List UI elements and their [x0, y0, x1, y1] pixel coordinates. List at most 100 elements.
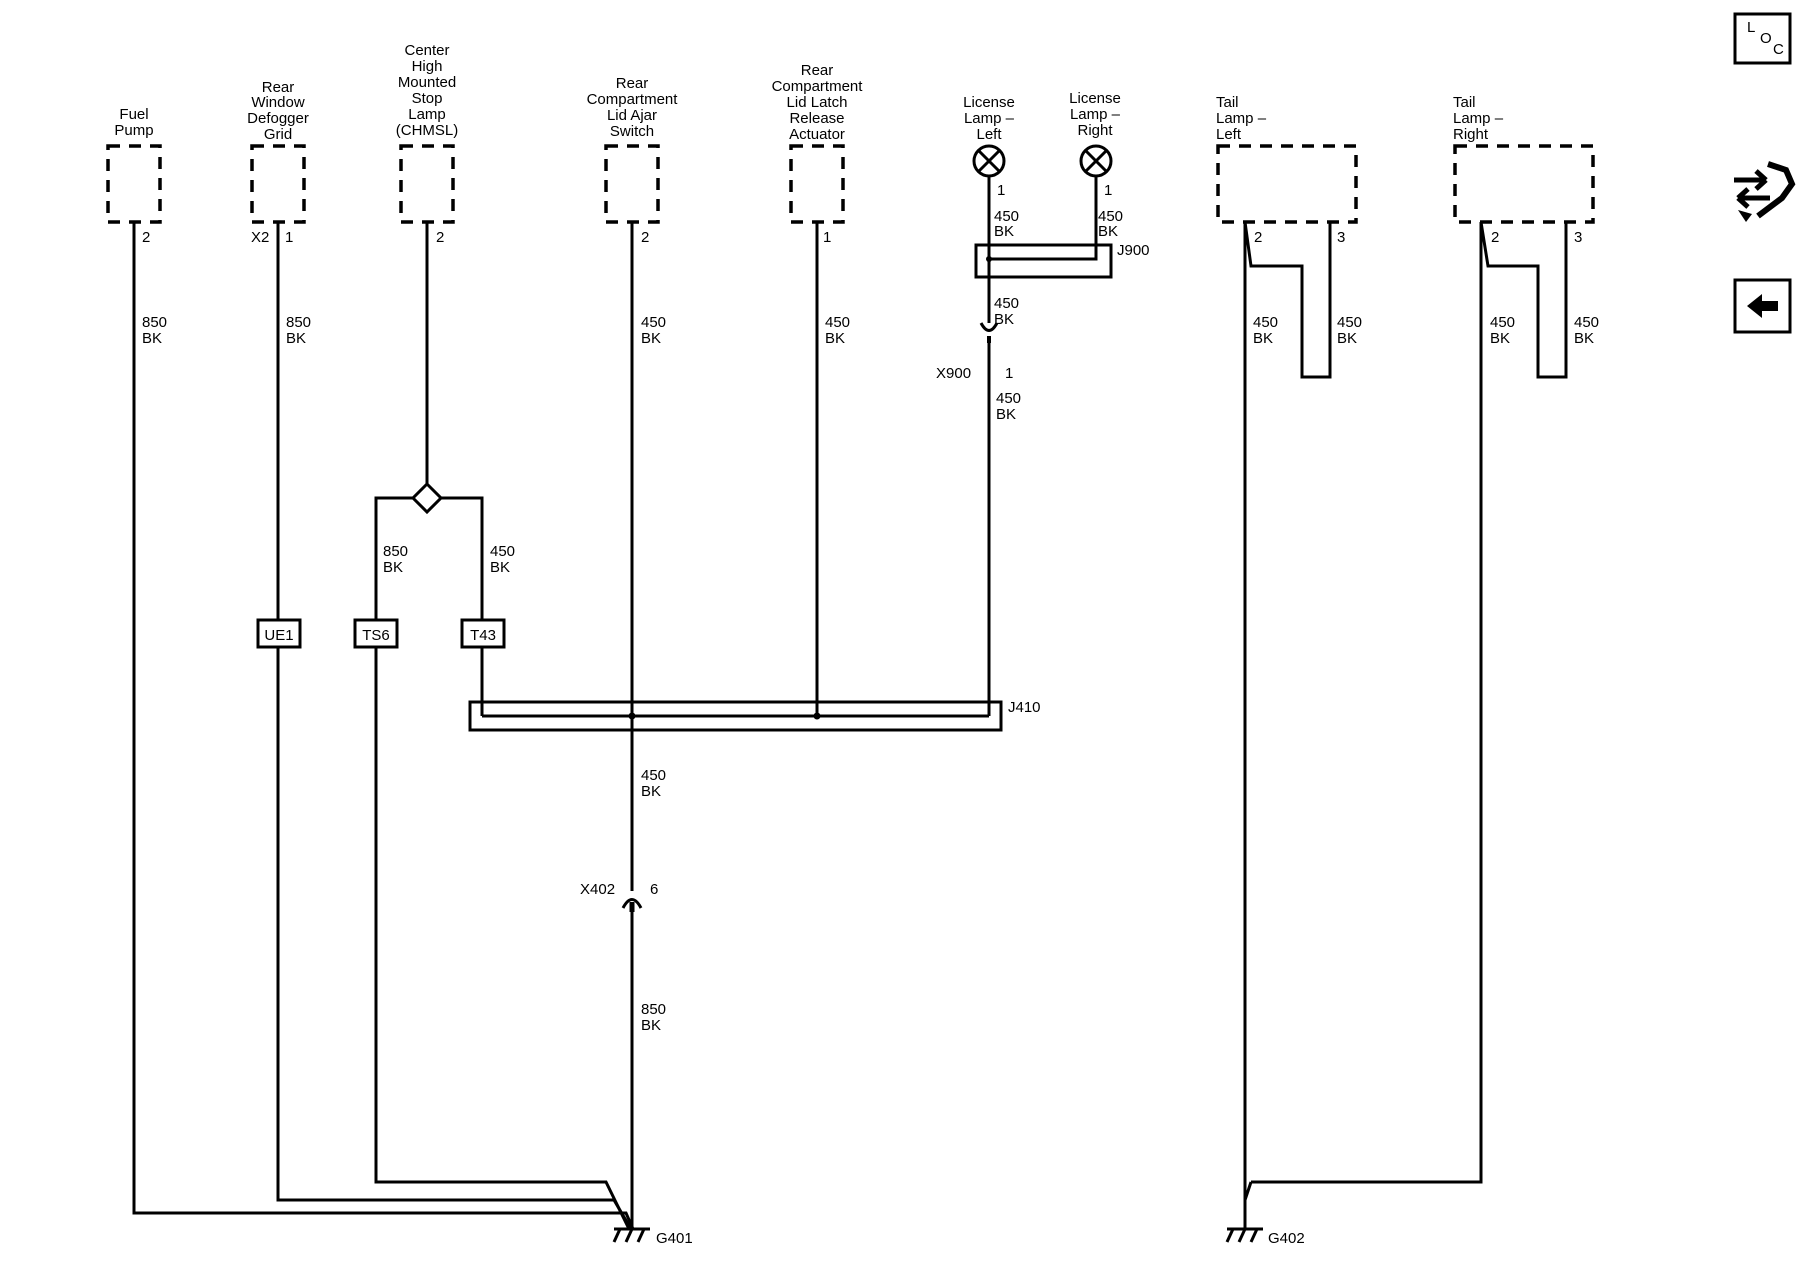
- svg-text:Rear: Rear: [801, 62, 834, 79]
- svg-text:6: 6: [650, 881, 658, 898]
- splice-ue1: UE1: [256, 618, 302, 649]
- fuel-pump-label: Fuel Pump: [114, 106, 153, 139]
- loc-icon[interactable]: L O C: [1733, 12, 1792, 65]
- svg-text:High: High: [412, 58, 443, 75]
- svg-text:G401: G401: [656, 1230, 693, 1247]
- svg-text:Pump: Pump: [114, 122, 153, 139]
- svg-text:450: 450: [1490, 314, 1515, 331]
- pin-label: 3: [1337, 229, 1345, 246]
- connector-label: X2: [251, 229, 269, 246]
- svg-text:BK: BK: [490, 559, 510, 576]
- svg-text:BK: BK: [1253, 330, 1273, 347]
- svg-text:BK: BK: [996, 406, 1016, 423]
- svg-text:Stop: Stop: [412, 90, 443, 107]
- pin-label: 2: [641, 229, 649, 246]
- fuel-pump-box: [106, 144, 162, 224]
- latch-actuator-box: [789, 144, 845, 224]
- svg-text:BK: BK: [286, 330, 306, 347]
- svg-text:TS6: TS6: [362, 627, 390, 644]
- wires: [132, 176, 1568, 1230]
- latch-actuator-label: Rear Compartment Lid Latch Release Actua…: [772, 62, 864, 143]
- tail-right-box: [1453, 144, 1595, 224]
- pin-label: 2: [142, 229, 150, 246]
- tail-left-label: Tail Lamp – Left: [1216, 94, 1267, 143]
- wire-labels: 850 BK 850 BK 450 BK 450 BK 450 BK 450 B…: [142, 208, 1599, 1034]
- svg-text:450: 450: [825, 314, 850, 331]
- svg-text:Actuator: Actuator: [789, 126, 845, 143]
- swap-arrows-icon[interactable]: [1734, 161, 1796, 222]
- svg-text:450: 450: [490, 543, 515, 560]
- svg-text:Right: Right: [1077, 122, 1113, 139]
- back-arrow-icon[interactable]: [1733, 278, 1792, 334]
- pin-label: 1: [823, 229, 831, 246]
- svg-text:Window: Window: [251, 94, 305, 111]
- svg-text:BK: BK: [641, 330, 661, 347]
- svg-text:450: 450: [1337, 314, 1362, 331]
- svg-text:450: 450: [996, 390, 1021, 407]
- svg-text:Center: Center: [404, 42, 449, 59]
- svg-text:Lamp –: Lamp –: [1216, 110, 1267, 127]
- svg-text:T43: T43: [470, 627, 496, 644]
- j900-junction: J900: [974, 242, 1150, 279]
- svg-text:J410: J410: [1008, 699, 1041, 716]
- svg-text:450: 450: [1253, 314, 1278, 331]
- svg-text:UE1: UE1: [264, 627, 293, 644]
- svg-text:L: L: [1747, 19, 1755, 36]
- svg-text:Lamp: Lamp: [408, 106, 446, 123]
- svg-text:Compartment: Compartment: [587, 91, 679, 108]
- x402-connector: X402 6: [580, 881, 658, 912]
- splice-t43: T43: [460, 618, 506, 649]
- svg-text:Release: Release: [789, 110, 844, 127]
- svg-text:450: 450: [1574, 314, 1599, 331]
- svg-text:Lamp –: Lamp –: [964, 110, 1015, 127]
- chmsl-box: [399, 144, 455, 224]
- svg-text:BK: BK: [1490, 330, 1510, 347]
- svg-text:License: License: [963, 94, 1015, 111]
- svg-text:G402: G402: [1268, 1230, 1305, 1247]
- svg-text:Lamp –: Lamp –: [1070, 106, 1121, 123]
- svg-text:BK: BK: [641, 783, 661, 800]
- defogger-box: [250, 144, 306, 224]
- ground-g402-icon: G402: [1225, 1227, 1305, 1247]
- pin-label: 3: [1574, 229, 1582, 246]
- svg-text:Defogger: Defogger: [247, 110, 309, 127]
- svg-text:BK: BK: [994, 311, 1014, 328]
- pin-label: 2: [436, 229, 444, 246]
- svg-text:850: 850: [383, 543, 408, 560]
- svg-text:BK: BK: [142, 330, 162, 347]
- svg-text:BK: BK: [825, 330, 845, 347]
- svg-text:Rear: Rear: [262, 79, 295, 96]
- svg-text:BK: BK: [994, 223, 1014, 240]
- j410-junction: J410: [468, 699, 1041, 732]
- svg-text:1: 1: [1005, 365, 1013, 382]
- svg-text:O: O: [1760, 30, 1772, 47]
- svg-text:BK: BK: [1098, 223, 1118, 240]
- svg-text:850: 850: [142, 314, 167, 331]
- svg-text:Switch: Switch: [610, 123, 654, 140]
- svg-text:Lid Ajar: Lid Ajar: [607, 107, 657, 124]
- splice-diamond: [410, 481, 444, 515]
- svg-text:X402: X402: [580, 881, 615, 898]
- svg-text:X900: X900: [936, 365, 971, 382]
- pin-label: 1: [1104, 182, 1112, 199]
- pin-label: 1: [285, 229, 293, 246]
- svg-text:Mounted: Mounted: [398, 74, 456, 91]
- pin-label: 2: [1254, 229, 1262, 246]
- svg-text:Fuel: Fuel: [119, 106, 148, 123]
- svg-text:J900: J900: [1117, 242, 1150, 259]
- x900-connector: X900 1: [936, 322, 1013, 382]
- svg-text:License: License: [1069, 90, 1121, 107]
- svg-text:BK: BK: [1574, 330, 1594, 347]
- chmsl-label: Center High Mounted Stop Lamp (CHMSL): [396, 42, 459, 139]
- svg-text:450: 450: [641, 314, 666, 331]
- splice-ts6: TS6: [353, 618, 399, 649]
- svg-text:Rear: Rear: [616, 75, 649, 92]
- svg-text:Right: Right: [1453, 126, 1489, 143]
- svg-text:Left: Left: [1216, 126, 1242, 143]
- svg-text:Left: Left: [976, 126, 1002, 143]
- license-left-label: License Lamp – Left: [963, 94, 1015, 143]
- svg-text:450: 450: [994, 295, 1019, 312]
- svg-text:(CHMSL): (CHMSL): [396, 122, 459, 139]
- svg-text:Grid: Grid: [264, 126, 292, 143]
